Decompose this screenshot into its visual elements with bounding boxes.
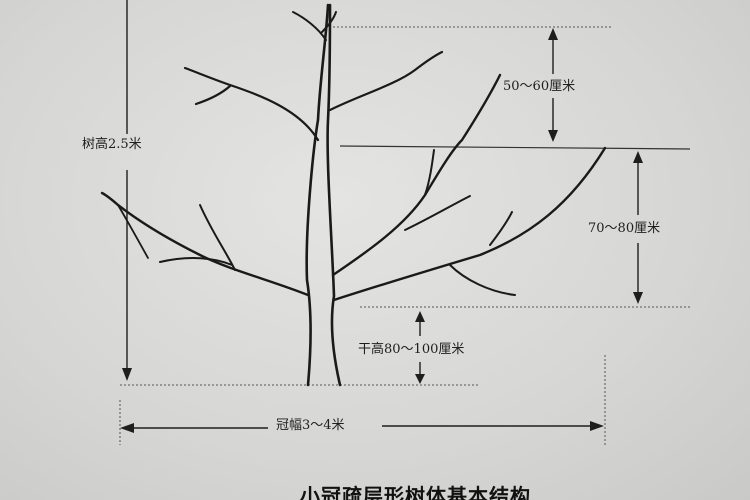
middle-right-branch <box>331 73 502 277</box>
layer-spacing-label: 70～80厘米 <box>588 221 661 236</box>
crown-width-label: 冠幅3～4米 <box>276 418 345 433</box>
lower-right-branch <box>332 146 607 302</box>
lower-right-sub-branch <box>449 211 516 296</box>
tree-height-label: 树高2.5米 <box>82 137 142 152</box>
upper-left-branch <box>183 66 320 142</box>
crown-width-arrowhead-right <box>590 421 604 431</box>
layer-guide-line <box>339 145 691 150</box>
lower-left-branch <box>100 191 310 297</box>
tree-sketch <box>100 3 607 387</box>
tree-height-arrowhead <box>122 368 132 381</box>
trunk-outline-left <box>305 3 330 387</box>
top-spacing-label: 50～60厘米 <box>503 79 576 94</box>
diagram-caption: 小冠疏层形树体基本结构 <box>300 484 531 500</box>
upper-right-branch <box>328 50 444 112</box>
lower-left-twig <box>117 204 149 259</box>
layer-spacing-arrowhead-up <box>633 151 643 163</box>
crown-width-arrowhead-left <box>120 423 134 433</box>
trunk-height-label: 干高80～100厘米 <box>358 342 465 357</box>
lower-left-sub-branch <box>159 204 236 271</box>
top-spacing-arrowhead-up <box>548 28 558 40</box>
middle-right-sub-branch <box>404 149 471 231</box>
trunk-outline-right <box>326 3 342 387</box>
top-fork <box>292 11 337 41</box>
trunk-height-arrowhead-down <box>415 374 425 384</box>
layer-spacing-arrowhead-down <box>633 292 643 304</box>
trunk-height-arrowhead-up <box>415 311 425 322</box>
top-spacing-arrowhead-down <box>548 130 558 142</box>
